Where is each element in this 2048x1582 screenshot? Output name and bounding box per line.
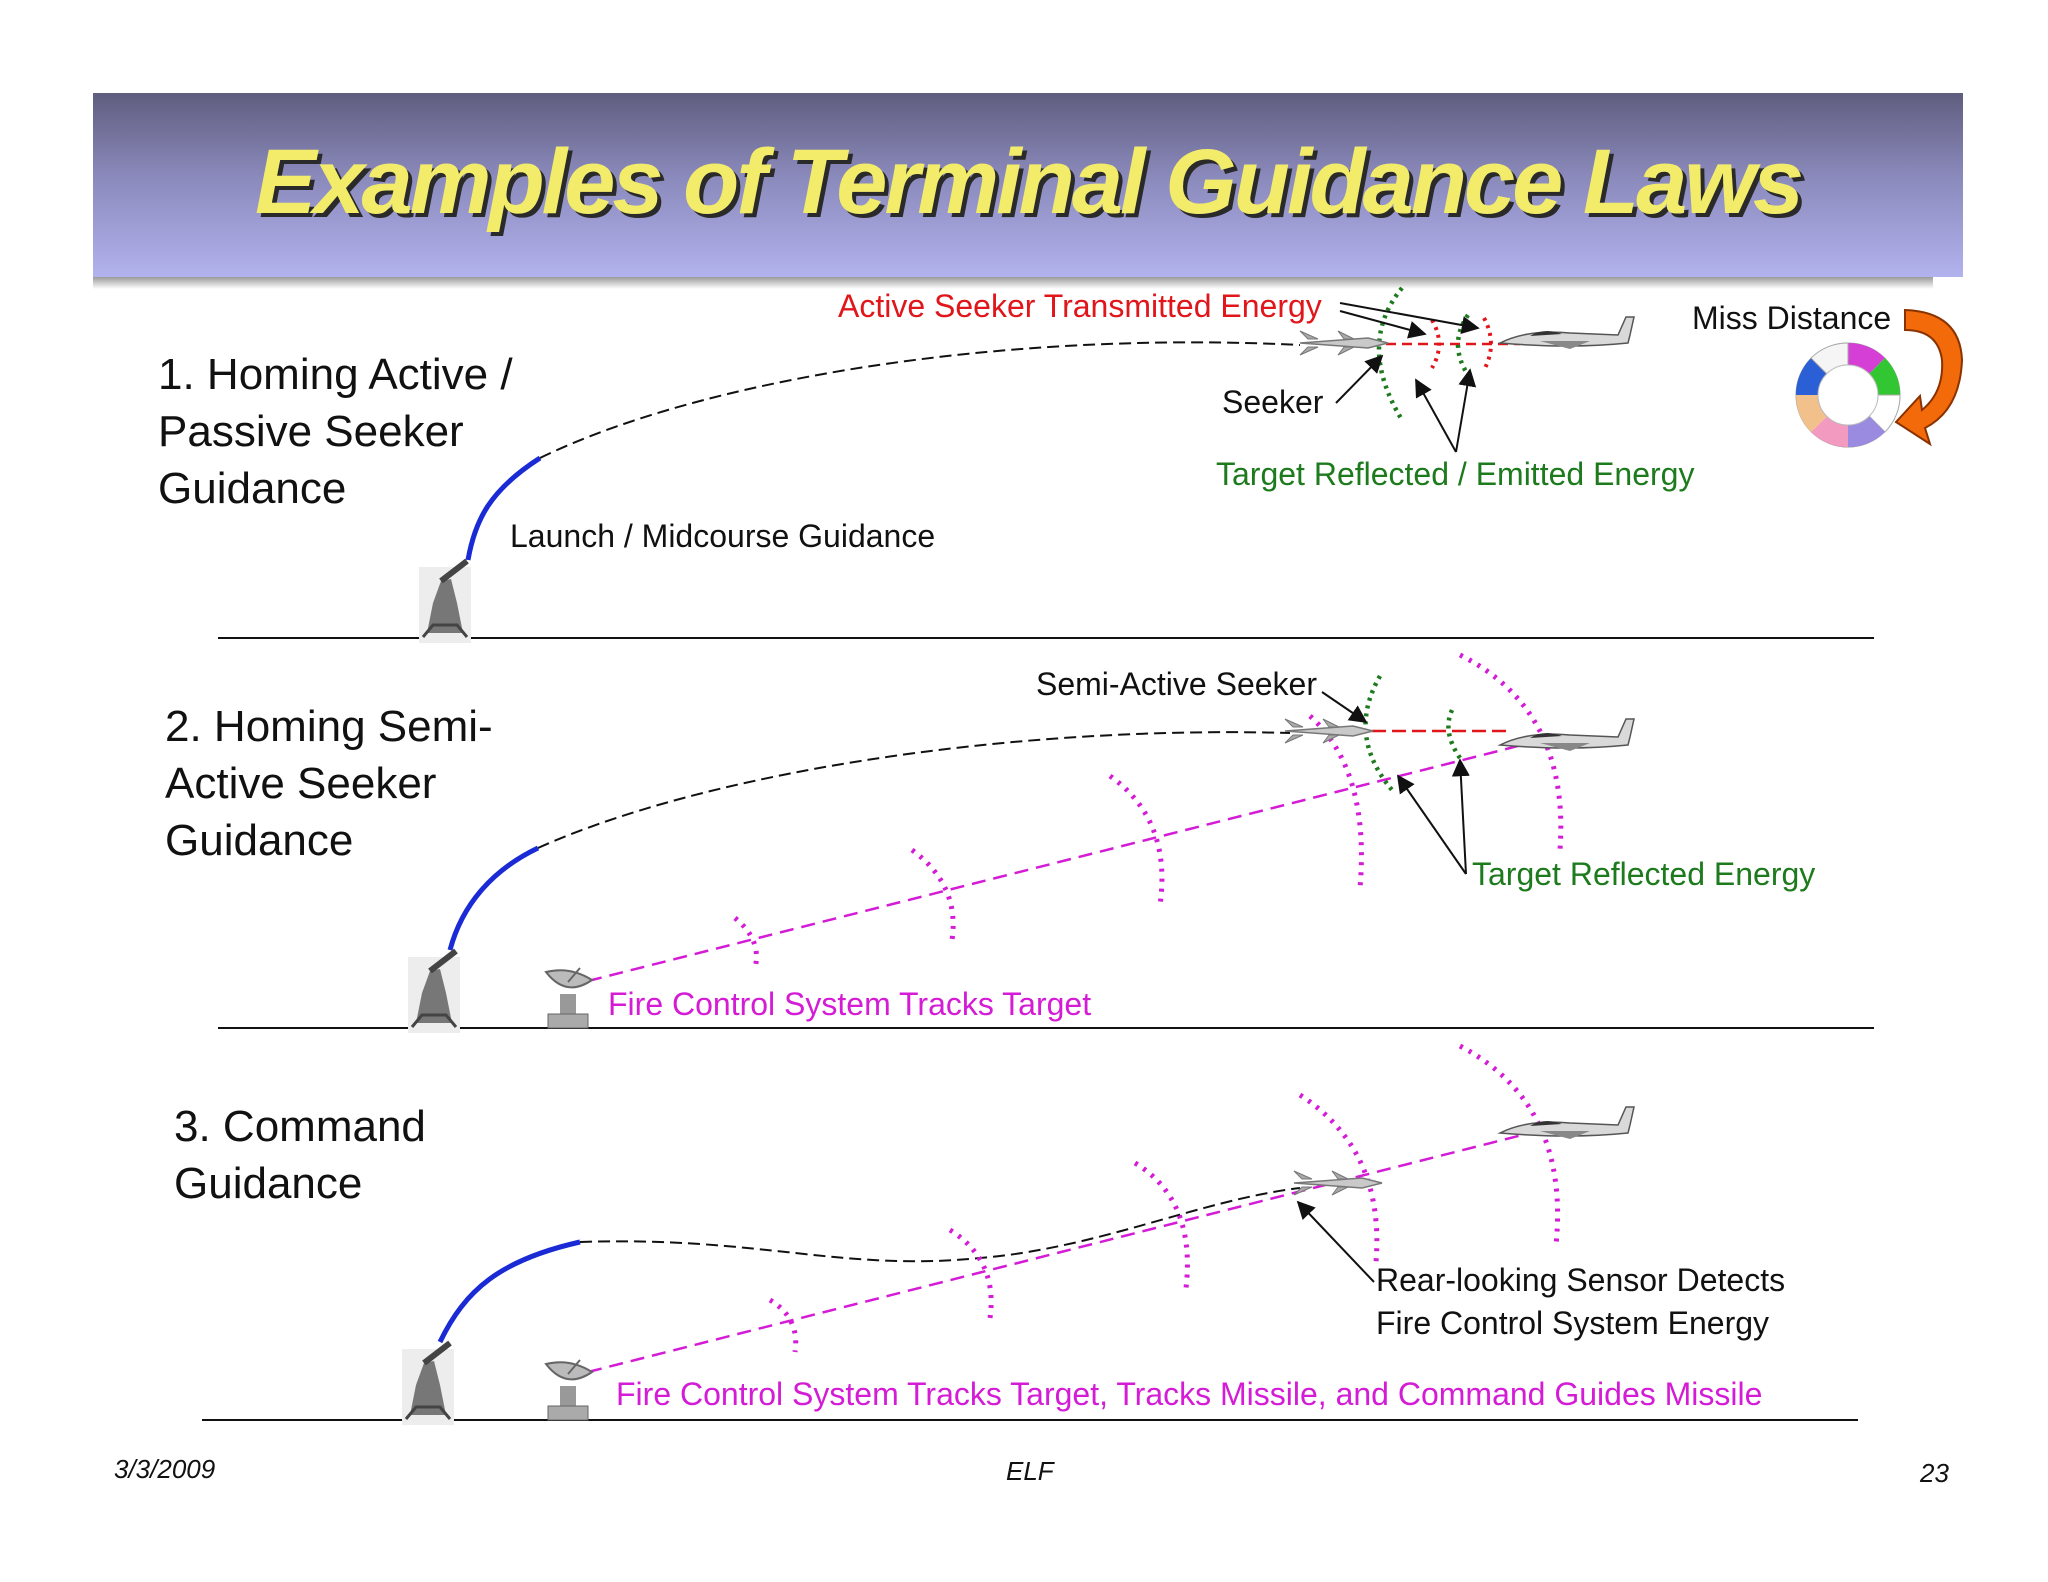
fire-control-beam-2 bbox=[587, 741, 1531, 983]
label-semi-active-seeker: Semi-Active Seeker bbox=[1036, 666, 1317, 702]
radar-dish-icon-2 bbox=[544, 967, 594, 1029]
title-bar bbox=[93, 93, 1963, 277]
launch-trajectory-1 bbox=[465, 455, 542, 561]
target-aircraft-icon-3 bbox=[1497, 1106, 1635, 1139]
reflected-energy-wave-1 bbox=[1376, 286, 1404, 422]
midcourse-trajectory-2 bbox=[537, 731, 1291, 849]
label-rear-looking-sensor-line1: Rear-looking Sensor Detects bbox=[1376, 1262, 1786, 1298]
fire-control-beam-3 bbox=[587, 1130, 1535, 1374]
missile-launcher-icon-2 bbox=[408, 948, 460, 1033]
radar-dish-icon-3 bbox=[544, 1359, 594, 1421]
launch-trajectory-3 bbox=[437, 1239, 581, 1344]
label-launch-midcourse-guidance: Launch / Midcourse Guidance bbox=[510, 518, 936, 554]
section-1-graphics bbox=[218, 286, 1964, 643]
reflected-energy-wave-3 bbox=[1363, 674, 1394, 792]
section-3-graphics bbox=[202, 1043, 1858, 1425]
footer-center: ELF bbox=[1006, 1456, 1054, 1486]
target-aircraft-icon-2 bbox=[1497, 718, 1635, 751]
label-fire-control-command-guides: Fire Control System Tracks Target, Track… bbox=[616, 1376, 1763, 1412]
reflected-energy-wave-4 bbox=[1446, 709, 1462, 760]
label-miss-distance: Miss Distance bbox=[1692, 300, 1892, 336]
launch-trajectory-2 bbox=[447, 845, 540, 951]
transmitted-energy-wave-2 bbox=[1482, 317, 1493, 371]
footer-page-number: 23 bbox=[1920, 1458, 1949, 1488]
target-aircraft-icon-1 bbox=[1497, 316, 1635, 349]
miss-distance-wheel bbox=[1795, 342, 1901, 448]
label-target-reflected-emitted-energy: Target Reflected / Emitted Energy bbox=[1216, 456, 1695, 492]
missile-launcher-icon-1 bbox=[419, 558, 471, 643]
missile-icon-1 bbox=[1299, 330, 1389, 356]
missile-launcher-icon-3 bbox=[402, 1340, 454, 1425]
section-3-heading: 3. Command Guidance bbox=[174, 1102, 426, 1208]
section-2-graphics bbox=[218, 652, 1874, 1033]
midcourse-trajectory-3 bbox=[579, 1187, 1301, 1263]
label-active-seeker-transmitted-energy: Active Seeker Transmitted Energy bbox=[838, 288, 1322, 324]
label-rear-looking-sensor-line2: Fire Control System Energy bbox=[1376, 1305, 1770, 1341]
section-2-heading: 2. Homing Semi-Active Seeker Guidance bbox=[165, 702, 493, 865]
title-bar-shadow bbox=[93, 277, 1933, 289]
label-target-reflected-energy: Target Reflected Energy bbox=[1472, 856, 1816, 892]
label-seeker: Seeker bbox=[1222, 384, 1324, 420]
footer-date: 3/3/2009 bbox=[114, 1454, 216, 1484]
miss-distance-arrow-icon bbox=[1894, 308, 1964, 447]
missile-icon-3 bbox=[1293, 1170, 1383, 1196]
midcourse-trajectory-1 bbox=[539, 341, 1301, 459]
missile-icon-2 bbox=[1284, 718, 1374, 744]
label-fire-control-tracks-target: Fire Control System Tracks Target bbox=[608, 986, 1092, 1022]
transmitted-energy-wave-1 bbox=[1430, 318, 1441, 370]
slide-title: Examples of Terminal Guidance Laws bbox=[254, 131, 1804, 233]
section-1-heading: 1. Homing Active / Passive Seeker Guidan… bbox=[158, 350, 513, 513]
